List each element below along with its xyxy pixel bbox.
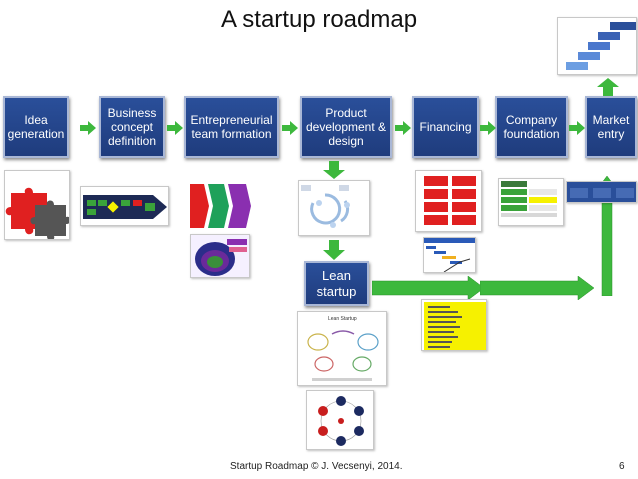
gantt-icon [424,238,475,272]
stage-business-concept: Business concept definition [99,96,165,158]
arrow-right-icon [480,121,496,135]
arrow-right-icon [282,121,298,135]
stage-label: Financing [419,120,472,134]
team-circle-thumbnail [190,234,250,278]
arrow-right-icon [80,121,96,135]
slide-title: A startup roadmap [220,6,418,33]
puzzle-icon [5,187,69,239]
stage-label: Business concept definition [107,106,157,148]
stage-label: Product development & design [305,106,387,148]
stage-market-entry: Market entry [585,96,637,158]
company-table-thumbnail [498,178,564,226]
arrow-up-icon [597,78,619,96]
big-arrow-right-icon [480,276,594,300]
arrow-right-icon [569,121,585,135]
process-diagram-icon [83,195,167,219]
lean-startup-thumbnail: Lean Startup [297,311,387,386]
market-bar-icon [567,182,636,202]
page-number: 6 [619,461,625,472]
arrow-down-icon [323,161,345,179]
arrow-down-icon [323,240,345,260]
financing-gantt-thumbnail [423,237,476,273]
cycle-circles-thumbnail [306,390,374,450]
circle-ring-icon [318,396,364,446]
nested-circles-icon [191,235,249,277]
red-grid-icon [424,176,476,225]
arrow-right-icon [395,121,411,135]
financing-checklist-thumbnail [421,299,487,351]
lean-startup-label: Lean startup [316,267,357,299]
stage-label: Market entry [592,113,630,141]
company-table-icon [501,181,557,217]
checklist-icon [424,302,486,350]
stage-label: Company foundation [503,113,560,141]
team-chevrons-icon [190,184,251,228]
cycle-diagram-icon [301,185,350,228]
lean-cycle-icon [307,330,379,381]
stage-idea-generation: Idea generation [3,96,69,158]
stage-financing: Financing [412,96,479,158]
stage-label: Idea generation [7,113,65,141]
stage-product-development: Product development & design [300,96,392,158]
lean-thumb-title: Lean Startup [328,316,357,322]
arrow-right-icon [167,121,183,135]
staircase-thumbnail [557,17,637,75]
stage-company-foundation: Company foundation [495,96,568,158]
financing-grid-thumbnail [415,170,482,232]
market-entry-thumbnail [566,181,637,203]
team-formation-thumbnail [188,180,252,232]
product-cycle-thumbnail [298,180,370,236]
big-arrow-right-icon [372,276,484,300]
business-concept-thumbnail [80,186,169,226]
footer-credit: Startup Roadmap © J. Vecsenyi, 2014. [230,461,403,472]
stage-team-formation: Entrepreneurial team formation [184,96,279,158]
staircase-icon [566,22,636,70]
lean-startup-box: Lean startup [304,261,369,306]
puzzle-thumbnail [4,170,70,240]
stage-label: Entrepreneurial team formation [190,113,273,141]
